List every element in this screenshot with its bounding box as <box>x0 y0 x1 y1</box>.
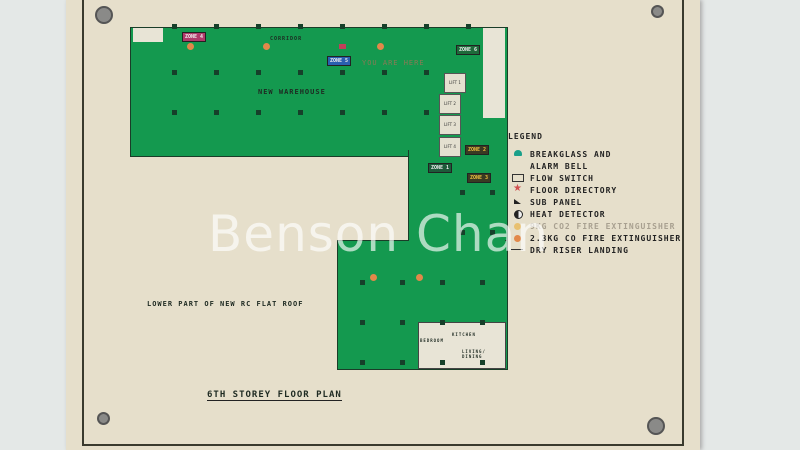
column-marker <box>172 70 177 75</box>
column-marker <box>382 70 387 75</box>
roof-label: LOWER PART OF NEW RC FLAT ROOF <box>147 300 304 308</box>
column-marker <box>460 230 465 235</box>
column-marker <box>440 320 445 325</box>
lift: LIFT 3 <box>439 115 461 135</box>
extinguisher-icon <box>370 274 377 281</box>
column-marker <box>440 360 445 365</box>
lift: LIFT 1 <box>444 73 466 93</box>
column-marker <box>298 110 303 115</box>
column-marker <box>340 110 345 115</box>
stair-room <box>133 28 163 42</box>
legend-item: HEAT DETECTOR <box>530 210 606 219</box>
zone-label: ZONE 2 <box>465 145 490 155</box>
column-marker <box>340 24 345 29</box>
lift: LIFT 4 <box>439 137 461 157</box>
column-marker <box>480 360 485 365</box>
screw-icon <box>647 417 665 435</box>
column-marker <box>172 110 177 115</box>
room-label: BEDROOM <box>420 338 444 343</box>
extinguisher-icon <box>377 43 384 50</box>
extinguisher-icon <box>514 235 521 242</box>
legend-item: 9KG CO2 FIRE EXTINGUISHER <box>530 222 676 231</box>
legend-item: SUB PANEL <box>530 198 583 207</box>
column-marker <box>424 24 429 29</box>
dry-riser-icon <box>511 249 523 250</box>
area-label: NEW WAREHOUSE <box>258 88 326 96</box>
legend-item: BREAKGLASS AND <box>530 150 612 159</box>
watermark: Benson Chan <box>208 205 549 263</box>
corridor-label: CORRIDOR <box>270 36 303 42</box>
extinguisher-icon <box>187 43 194 50</box>
column-marker <box>340 70 345 75</box>
area-join <box>409 238 505 242</box>
legend-item: FLOOR DIRECTORY <box>530 186 618 195</box>
zone-label: ZONE 1 <box>428 163 453 173</box>
column-marker <box>214 24 219 29</box>
you-are-here-label: YOU ARE HERE <box>362 59 425 67</box>
column-marker <box>382 110 387 115</box>
legend-title: LEGEND <box>508 132 543 141</box>
legend-item: ALARM BELL <box>530 162 589 171</box>
extinguisher-icon <box>514 223 521 230</box>
extinguisher-icon <box>416 274 423 281</box>
column-marker <box>298 24 303 29</box>
column-marker <box>480 280 485 285</box>
column-marker <box>424 110 429 115</box>
column-marker <box>490 190 495 195</box>
zone-label: ZONE 3 <box>467 173 492 183</box>
screw-icon <box>651 5 664 18</box>
column-marker <box>460 190 465 195</box>
plan-title: 6TH STOREY FLOOR PLAN <box>207 390 342 401</box>
room-label: LIVING/ DINING <box>462 349 486 359</box>
zone-label: ZONE 6 <box>456 45 481 55</box>
legend-item: FLOW SWITCH <box>530 174 594 183</box>
column-marker <box>172 24 177 29</box>
floor-directory-icon: ★ <box>513 183 522 194</box>
column-marker <box>360 280 365 285</box>
column-marker <box>400 320 405 325</box>
column-marker <box>214 70 219 75</box>
apartment-unit <box>418 322 506 369</box>
column-marker <box>400 280 405 285</box>
column-marker <box>382 24 387 29</box>
column-marker <box>466 24 471 29</box>
heat-detector-icon <box>514 210 523 219</box>
you-are-here-marker-icon <box>339 44 346 49</box>
zone-label: ZONE 4 <box>182 32 207 42</box>
legend-item: 2.3KG CO FIRE EXTINGUISHER <box>530 234 682 243</box>
stair-core <box>483 28 505 118</box>
column-marker <box>400 360 405 365</box>
lift: LIFT 2 <box>439 94 461 114</box>
sign-border <box>82 0 684 446</box>
room-label: KITCHEN <box>452 332 476 337</box>
column-marker <box>424 70 429 75</box>
legend-item: DRY RISER LANDING <box>530 246 629 255</box>
column-marker <box>298 70 303 75</box>
column-marker <box>256 24 261 29</box>
column-marker <box>490 230 495 235</box>
column-marker <box>480 320 485 325</box>
column-marker <box>256 110 261 115</box>
column-marker <box>360 360 365 365</box>
flow-switch-icon <box>512 174 524 182</box>
column-marker <box>214 110 219 115</box>
breakglass-icon <box>514 150 522 156</box>
zone-label: ZONE 5 <box>327 56 352 66</box>
extinguisher-icon <box>263 43 270 50</box>
sub-panel-icon <box>514 199 521 204</box>
screw-icon <box>95 6 113 24</box>
column-marker <box>440 280 445 285</box>
column-marker <box>256 70 261 75</box>
column-marker <box>360 320 365 325</box>
screw-icon <box>97 412 110 425</box>
